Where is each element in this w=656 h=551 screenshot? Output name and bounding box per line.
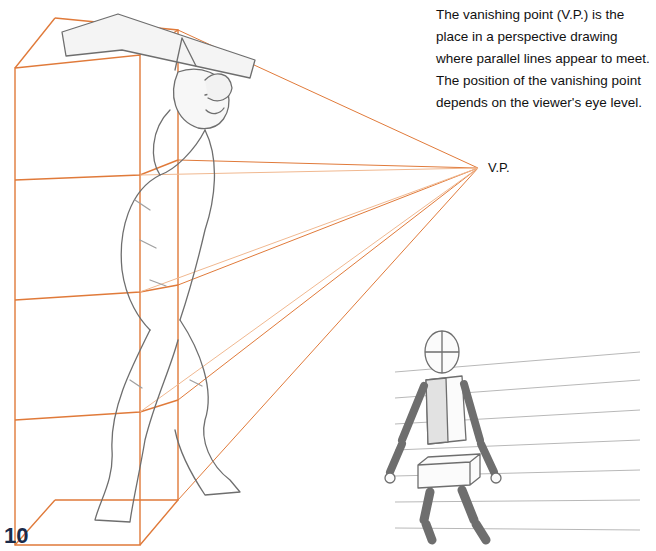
- club: [62, 14, 255, 78]
- werewolf-sketch: [62, 14, 255, 522]
- leg-front: [175, 320, 240, 495]
- ray: [178, 160, 478, 168]
- vanishing-point-label: V.P.: [488, 160, 538, 176]
- mannequin-head: [425, 331, 459, 373]
- back: [121, 175, 160, 330]
- fur-strokes: [130, 200, 202, 388]
- leg-back: [95, 330, 178, 522]
- box-back-face: [55, 18, 178, 500]
- torso-shade: [426, 378, 448, 444]
- ray: [178, 168, 478, 400]
- leg-right: [462, 490, 486, 540]
- hand: [491, 473, 501, 483]
- arm-left: [390, 386, 424, 472]
- ear: [175, 38, 196, 70]
- ray: [178, 168, 478, 500]
- chest: [180, 130, 214, 320]
- hands: [205, 74, 232, 101]
- hand: [385, 473, 395, 483]
- ray: [178, 168, 478, 285]
- head-guides: [425, 331, 459, 373]
- arm: [153, 110, 205, 175]
- page-number: 10: [4, 524, 44, 548]
- box-front-face: [15, 55, 140, 545]
- box-divisions: [15, 160, 178, 420]
- ray: [140, 168, 478, 175]
- mannequin-torso: [426, 376, 466, 444]
- mannequin: [385, 331, 501, 540]
- arm-right: [464, 384, 494, 472]
- note-text: The vanishing point (V.P.) is the place …: [436, 4, 650, 114]
- ray: [140, 168, 478, 412]
- mannequin-hips: [418, 454, 480, 488]
- ray: [140, 168, 478, 292]
- leg-left: [424, 492, 432, 540]
- vanishing-rays: [140, 30, 478, 500]
